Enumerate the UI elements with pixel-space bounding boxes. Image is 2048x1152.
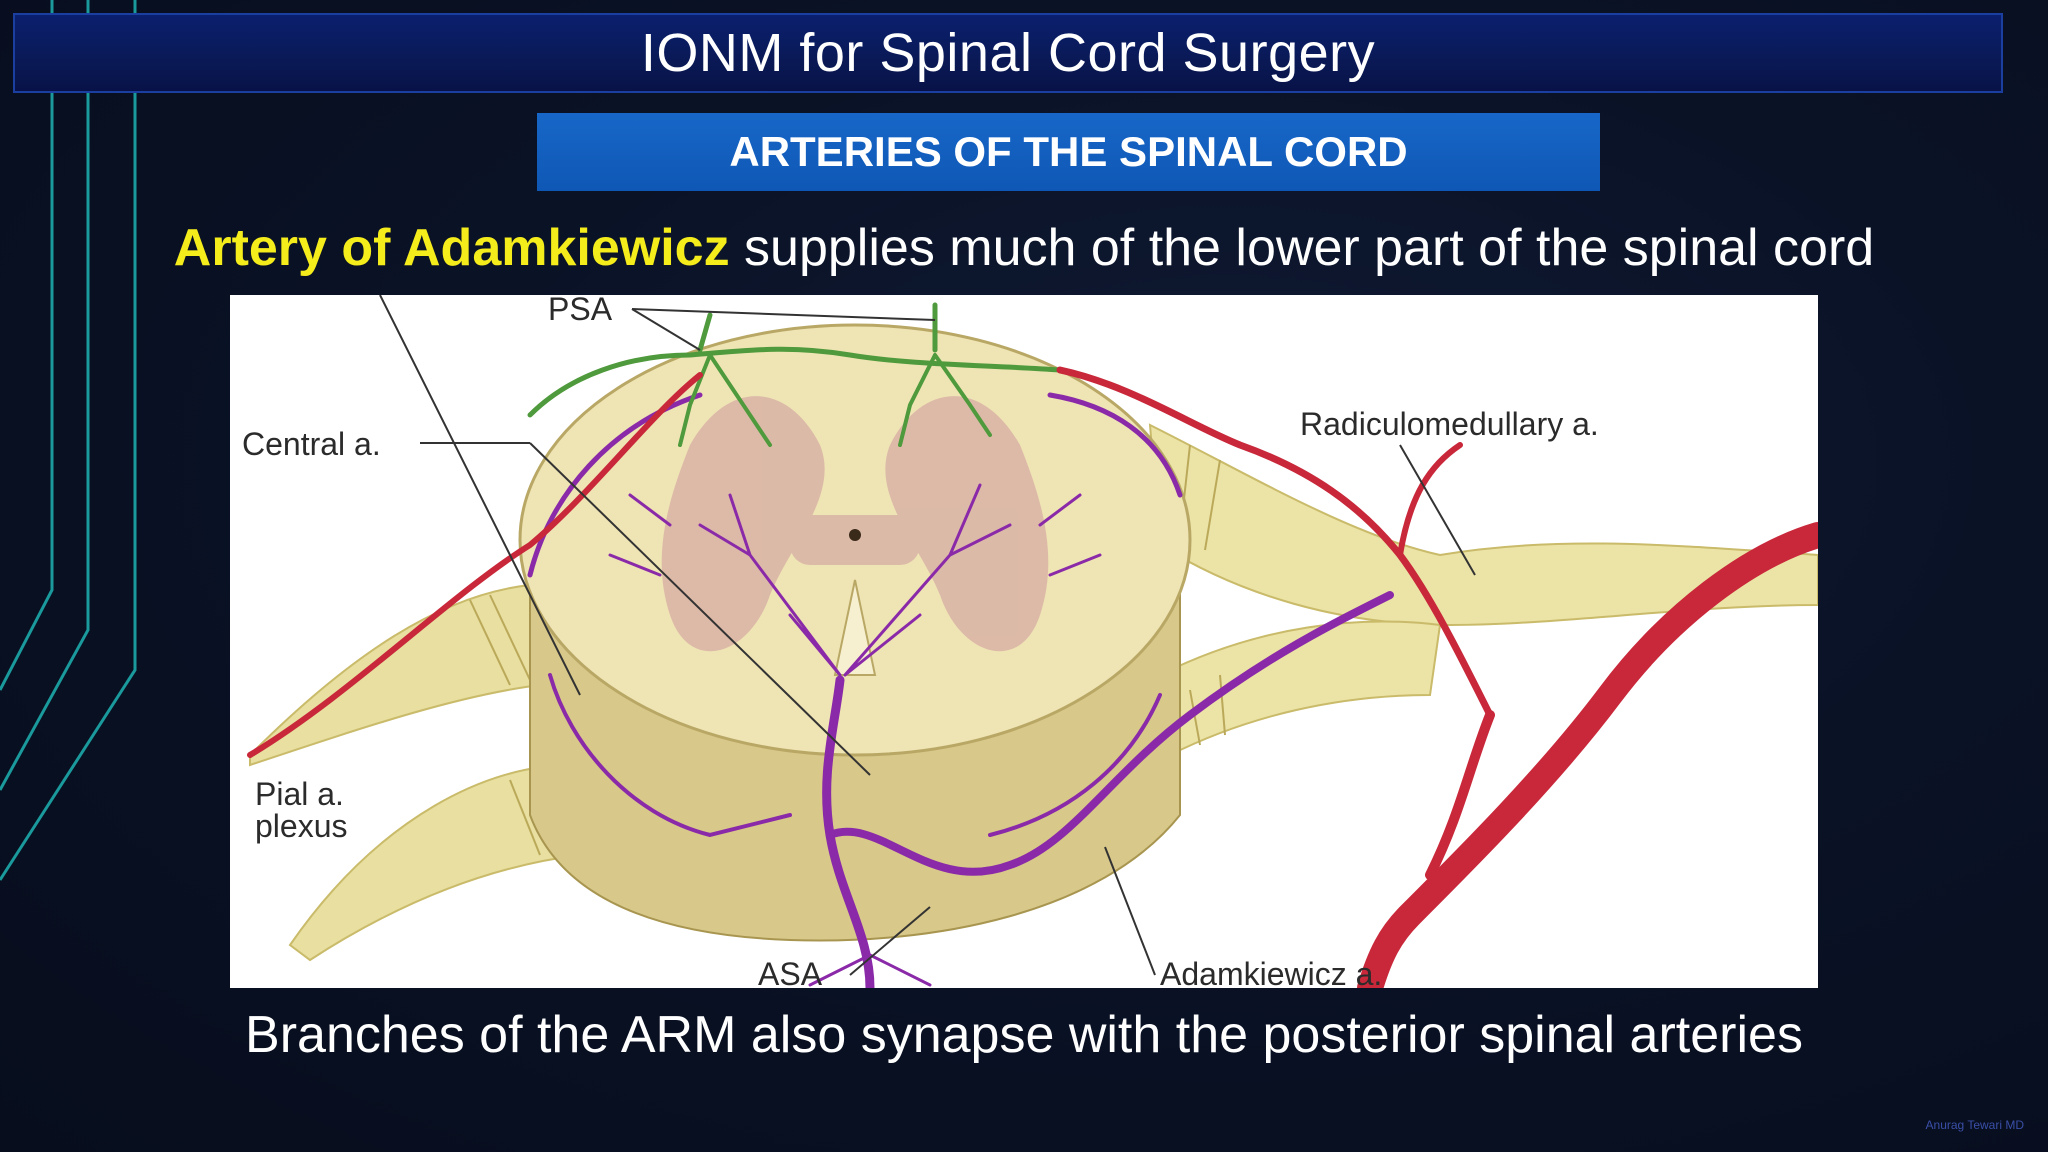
headline-highlight: Artery of Adamkiewicz — [173, 219, 730, 277]
label-central: Central a. — [242, 426, 381, 462]
central-canal — [849, 529, 861, 541]
slide-subtitle: ARTERIES OF THE SPINAL CORD — [729, 128, 1408, 175]
decorative-lines — [0, 0, 137, 881]
leader-lines — [379, 295, 1476, 976]
spinal-cord-artery-illustration: PSA Central a. Radiculomedullary a. Pial… — [230, 295, 1818, 988]
artery-diagram: PSA Central a. Radiculomedullary a. Pial… — [242, 295, 1818, 988]
label-adamkiewicz: Adamkiewicz a. — [1160, 956, 1382, 988]
headline-rest: supplies much of the lower part of the s… — [729, 219, 1875, 277]
label-asa: ASA — [758, 956, 823, 988]
red-arteries — [247, 366, 1818, 988]
slide-title: IONM for Spinal Cord Surgery — [640, 23, 1376, 83]
label-pial-line2: plexus — [255, 808, 348, 844]
author-credit: Anurag Tewari MD — [1925, 1118, 2024, 1132]
label-radiculomedullary: Radiculomedullary a. — [1300, 406, 1599, 442]
subtitle-bar: ARTERIES OF THE SPINAL CORD — [537, 113, 1600, 191]
footer-caption: Branches of the ARM also synapse with th… — [245, 1006, 1803, 1064]
green-arteries — [527, 302, 1063, 447]
headline: Artery of Adamkiewicz supplies much of t… — [0, 218, 2048, 278]
label-pial-line1: Pial a. — [255, 776, 344, 812]
title-bar: IONM for Spinal Cord Surgery — [13, 13, 2003, 93]
nerve-roots-left — [249, 583, 582, 962]
label-psa: PSA — [548, 295, 613, 327]
